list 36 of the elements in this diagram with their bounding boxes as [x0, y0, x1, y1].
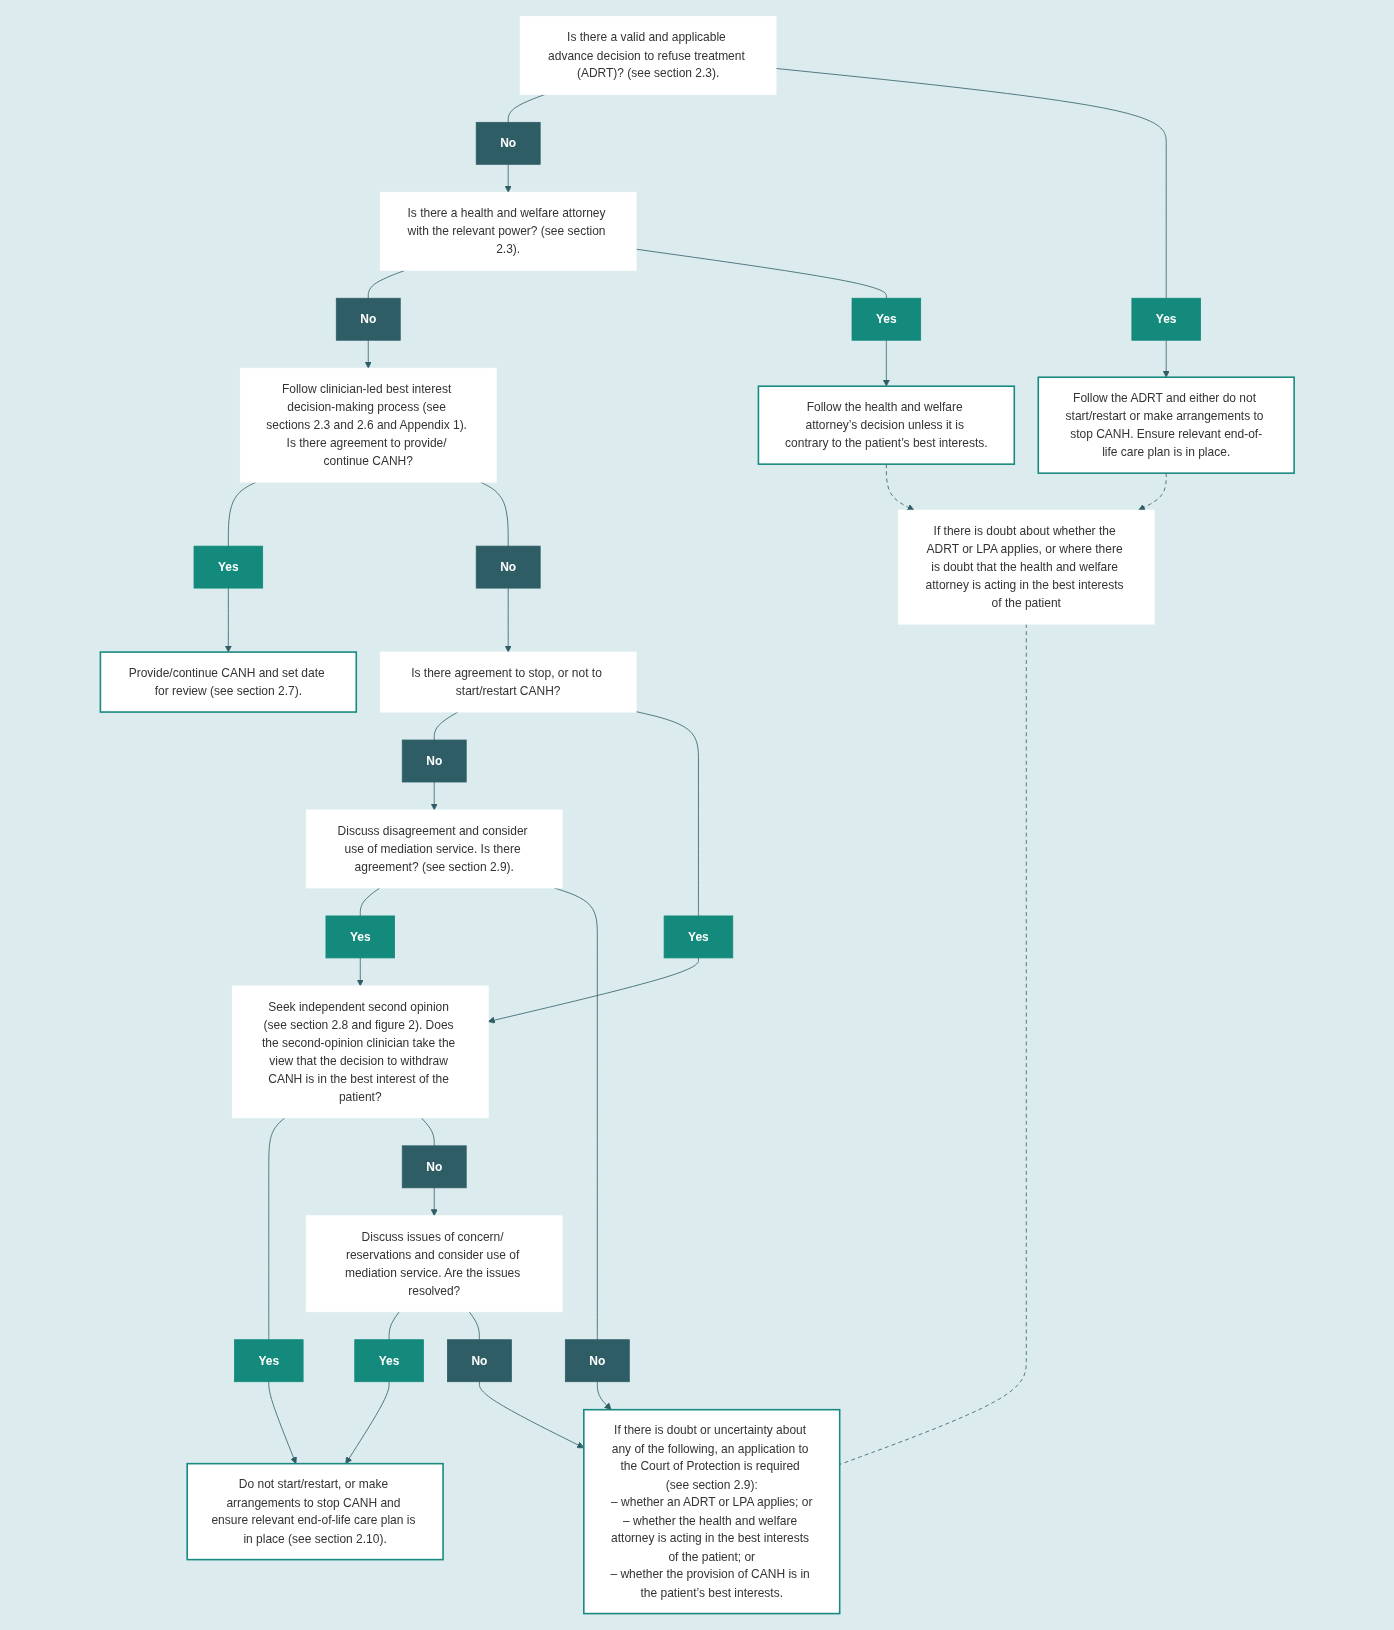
node-box: Yes [233, 1339, 304, 1383]
node-box: Yes [354, 1339, 424, 1383]
node-box: No [401, 739, 467, 783]
connector [468, 1311, 480, 1341]
node-box: Yes [851, 297, 921, 341]
node-box: No [475, 121, 541, 165]
node-box: If there is doubt about whether the ADRT or LPA applies, or where there is doubt that the health and welfare attorney is acting in the best interests of the patient [897, 509, 1155, 625]
node-box: Discuss issues of concern/ reservations and consider use of mediation service. Are the issues resolved? [305, 1215, 563, 1313]
node-box: Discuss disagreement and consider use of mediation service. Is there agreement? (see section 2.9). [305, 809, 563, 889]
node-box: No [446, 1339, 512, 1383]
node-box: No [564, 1339, 630, 1383]
connector [635, 248, 887, 299]
connector [775, 68, 1167, 299]
connector [359, 887, 380, 917]
connector [433, 711, 458, 741]
node-box: Provide/continue CANH and set date for review (see section 2.7). [99, 651, 357, 713]
node-box: Yes [663, 915, 733, 959]
connector [420, 1117, 435, 1147]
node-box: No [475, 545, 541, 589]
node-box: Follow the ADRT and either do not start/restart or make arrangements to stop CANH. Ensure relevant end-of-life care plan is in place. [1037, 376, 1295, 474]
node-box: No [335, 297, 401, 341]
connector [388, 1311, 400, 1341]
node-box: Is there a health and welfare attorney with the relevant power? (see section 2.3). [379, 191, 637, 271]
node-box: Do not start/restart, or make arrangements to stop CANH and ensure relevant end-of-life care plan is in place (see section 2.10). [186, 1462, 444, 1561]
node-box: Yes [1131, 297, 1201, 341]
connector [268, 1117, 285, 1341]
node-box: Follow clinician-led best interest decision-making process (see sections 2.3 and 2.6 and Appendix 1). Is there agreement to provide/ continue CANH? [239, 367, 497, 483]
node-box: Yes [193, 545, 263, 589]
node-box: Seek independent second opinion (see section 2.8 and figure 2). Does the second-opinion clinician take the view that the decision to withdraw CANH is in the best interest of the patient? [231, 985, 489, 1119]
node-box: Yes [325, 915, 395, 959]
node-box: If there is doubt or uncertainty about any of the following, an application to the Court of Protection is required (see section 2.9): – whether an ADRT or LPA applies; or – whether the health and welfare attorney is acting in the best interests of the patient; or – whether the provision of CANH is in the patient’s best interests. [582, 1408, 841, 1615]
node-box: Is there agreement to stop, or not to start/restart CANH? [379, 651, 637, 713]
node-box: Follow the health and welfare attorney’s decision unless it is contrary to the patient’s best interests. [757, 385, 1015, 465]
node-box: Is there a valid and applicable advance decision to refuse treatment (ADRT)? (see section 2.3). [519, 16, 777, 95]
node-box: No [401, 1145, 467, 1189]
connector [635, 711, 699, 917]
